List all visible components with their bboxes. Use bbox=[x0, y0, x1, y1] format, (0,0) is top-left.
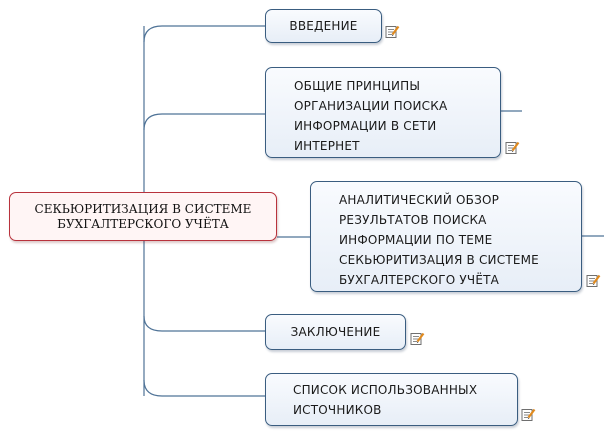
topic-principy-line-4: ИНТЕРНЕТ bbox=[294, 139, 360, 153]
connector-principy bbox=[143, 113, 265, 131]
topic-obzor-line-4: СЕКЬЮРИТИЗАЦИЯ В СИСТЕМЕ bbox=[339, 253, 539, 267]
topic-obzor-line-3: ИНФОРМАЦИИ ПО ТЕМЕ bbox=[339, 233, 493, 247]
note-icon[interactable] bbox=[385, 25, 400, 39]
note-icon[interactable] bbox=[410, 332, 425, 346]
topic-obzor-line-5: БУХГАЛТЕРСКОГО УЧЁТА bbox=[339, 273, 500, 287]
topic-principy-line-3: ИНФОРМАЦИИ В СЕТИ bbox=[294, 119, 437, 133]
connector-vvedenie bbox=[143, 25, 265, 43]
topic-vvedenie-label: ВВЕДЕНИЕ bbox=[289, 19, 358, 33]
topic-vvedenie[interactable]: ВВЕДЕНИЕ bbox=[265, 9, 382, 43]
note-icon[interactable] bbox=[521, 408, 536, 422]
topic-istochniki-line-2: ИСТОЧНИКОВ bbox=[293, 403, 382, 417]
central-topic-line-2: БУХГАЛТЕРСКОГО УЧЁТА bbox=[57, 216, 229, 231]
connector-istochniki bbox=[143, 379, 265, 397]
topic-obzor-line-1: АНАЛИТИЧЕСКИЙ ОБЗОР bbox=[339, 193, 500, 207]
topic-obzor-line-2: РЕЗУЛЬТАТОВ ПОИСКА bbox=[339, 213, 487, 227]
connector-zaklyuchenie bbox=[143, 315, 265, 332]
note-icon[interactable] bbox=[586, 274, 601, 288]
topic-istochniki[interactable]: СПИСОК ИСПОЛЬЗОВАННЫХ ИСТОЧНИКОВ bbox=[265, 373, 518, 426]
topic-principy[interactable]: ОБЩИЕ ПРИНЦИПЫ ОРГАНИЗАЦИИ ПОИСКА ИНФОРМ… bbox=[265, 67, 501, 158]
central-topic-line-1: СЕКЬЮРИТИЗАЦИЯ В СИСТЕМЕ bbox=[34, 201, 252, 216]
note-icon[interactable] bbox=[505, 141, 520, 155]
topic-zaklyuchenie[interactable]: ЗАКЛЮЧЕНИЕ bbox=[265, 314, 406, 350]
topic-istochniki-line-1: СПИСОК ИСПОЛЬЗОВАННЫХ bbox=[293, 383, 478, 397]
topic-principy-line-1: ОБЩИЕ ПРИНЦИПЫ bbox=[294, 79, 421, 93]
topic-obzor[interactable]: АНАЛИТИЧЕСКИЙ ОБЗОР РЕЗУЛЬТАТОВ ПОИСКА И… bbox=[310, 181, 582, 292]
topic-zaklyuchenie-label: ЗАКЛЮЧЕНИЕ bbox=[290, 325, 381, 339]
central-topic[interactable]: СЕКЬЮРИТИЗАЦИЯ В СИСТЕМЕ БУХГАЛТЕРСКОГО … bbox=[9, 192, 277, 241]
topic-principy-line-2: ОРГАНИЗАЦИИ ПОИСКА bbox=[294, 99, 448, 113]
